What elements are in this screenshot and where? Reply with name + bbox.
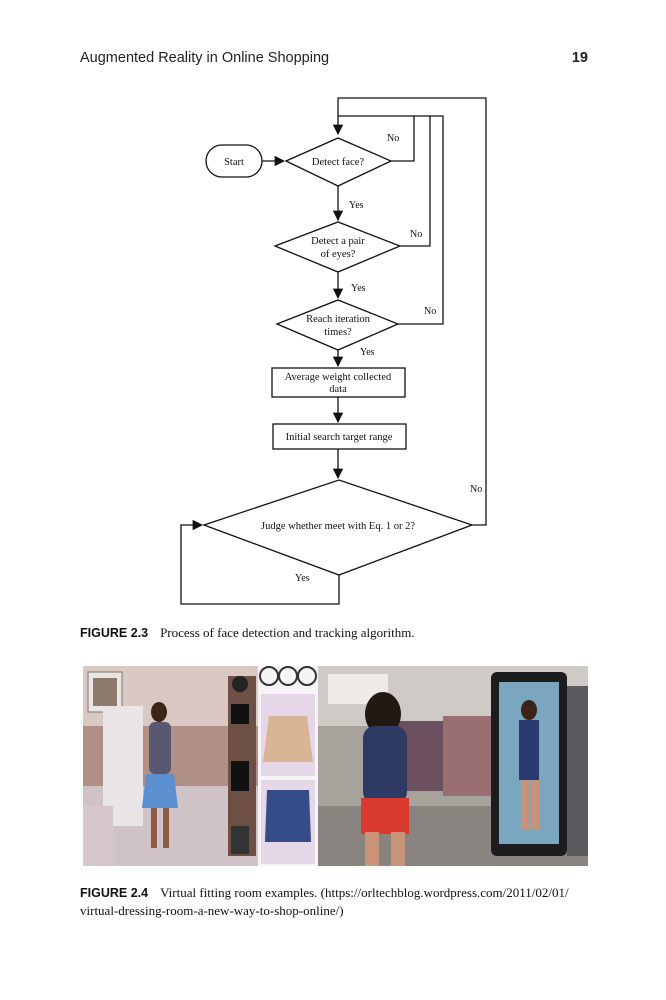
detect-eyes-diamond: [273, 221, 402, 273]
figure-2-4-label: FIGURE 2.4: [80, 886, 149, 900]
average-weight-label-line1: Average weight collected: [285, 372, 392, 383]
eyes-no-loop: [400, 116, 431, 247]
average-weight-label-line2: data: [329, 384, 347, 395]
start-label: Start: [224, 157, 244, 168]
judge-yes-loop: [180, 519, 340, 605]
reach-iteration-diamond: [275, 299, 400, 351]
iteration-yes-label: Yes: [360, 347, 375, 358]
initial-search-box: [272, 423, 407, 450]
reach-iteration-label-line1: Reach iteration: [306, 314, 371, 325]
judge-yes-label: Yes: [295, 573, 310, 584]
detect-eyes-label-line1: Detect a pair: [311, 236, 365, 247]
page-number: 19: [571, 50, 588, 66]
detect-face-label: Detect face?: [312, 157, 365, 168]
reach-iteration-label-line2: times?: [324, 327, 352, 338]
iteration-no-label: No: [424, 306, 436, 317]
in-store-mirror-panel: [318, 666, 588, 866]
judge-label: Judge whether meet with Eq. 1 or 2?: [261, 521, 415, 532]
judge-no-loop: [337, 97, 487, 526]
eyes-no-label: No: [410, 229, 422, 240]
figure-2-3-text: Process of face detection and tracking a…: [160, 625, 415, 640]
eyes-yes-label: Yes: [351, 283, 366, 294]
face-detection-flowchart: Start Detect face? Detect a pair of eyes…: [180, 97, 487, 605]
clothing-catalog-panel: [258, 666, 318, 866]
running-title: Augmented Reality in Online Shopping: [80, 50, 330, 66]
judge-no-label: No: [470, 484, 482, 495]
face-no-label: No: [387, 133, 399, 144]
virtual-fitting-room-photos: [83, 666, 588, 866]
iteration-no-loop: [398, 115, 444, 325]
virtual-dressing-room-panel: [83, 666, 258, 866]
running-head: Augmented Reality in Online Shopping 19: [80, 50, 588, 66]
face-yes-label: Yes: [349, 200, 364, 211]
detect-eyes-label-line2: of eyes?: [321, 249, 356, 260]
figure-2-3-caption: FIGURE 2.3 Process of face detection and …: [80, 624, 590, 642]
figure-2-3-label: FIGURE 2.3: [80, 626, 149, 640]
initial-search-label: Initial search target range: [286, 432, 393, 443]
figure-2-4-text: Virtual fitting room examples. (https://…: [80, 885, 569, 918]
